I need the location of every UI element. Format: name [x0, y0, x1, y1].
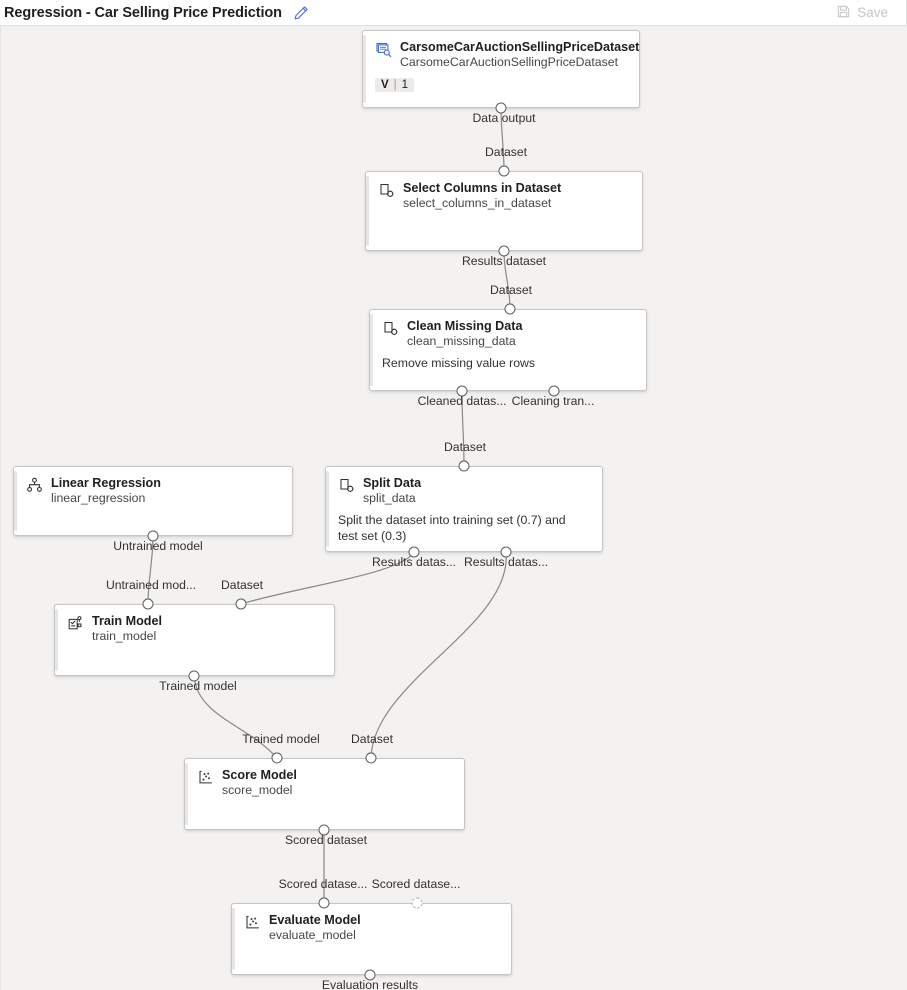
port-p-clean-out2[interactable]	[548, 385, 560, 397]
node-header: CarsomeCarAuctionSellingPriceDataset Car…	[363, 31, 639, 70]
node-score_model[interactable]: Score Model score_model	[184, 758, 465, 830]
node-train_model[interactable]: Train Model train_model	[54, 604, 335, 676]
port-p-dataset-out[interactable]	[495, 102, 507, 114]
node-split_data[interactable]: Split Data split_data Split the dataset …	[325, 466, 603, 552]
node-subtitle: evaluate_model	[269, 928, 356, 942]
scatter-plot-icon	[244, 914, 261, 931]
port-p-score-in1[interactable]	[271, 752, 283, 764]
node-description: Split the dataset into training set (0.7…	[338, 513, 566, 543]
version-number: 1	[401, 79, 409, 91]
node-title-group: Linear Regression linear_regression	[51, 476, 161, 506]
port-p-eval-in1[interactable]	[318, 897, 330, 909]
node-title: Train Model	[92, 614, 162, 628]
node-subtitle: select_columns_in_dataset	[403, 196, 552, 210]
node-title: Select Columns in Dataset	[403, 181, 562, 195]
node-title-group: Clean Missing Data clean_missing_data	[407, 319, 522, 349]
train-model-icon	[67, 615, 84, 632]
port-p-split-out2[interactable]	[500, 546, 512, 558]
node-subtitle: score_model	[222, 783, 293, 797]
node-subtitle: clean_missing_data	[407, 334, 516, 348]
node-title: CarsomeCarAuctionSellingPriceDataset	[400, 40, 640, 54]
edge-e-split-train[interactable]	[240, 551, 415, 606]
save-disk-icon	[836, 4, 851, 22]
port-p-score-in2[interactable]	[365, 752, 377, 764]
node-title-group: Split Data split_data	[363, 476, 421, 506]
node-header: Evaluate Model evaluate_model	[232, 904, 511, 943]
port-p-score-out[interactable]	[318, 824, 330, 836]
node-subtitle: split_data	[363, 491, 416, 505]
pipeline-canvas[interactable]: CarsomeCarAuctionSellingPriceDataset Car…	[0, 26, 907, 990]
node-header: Select Columns in Dataset select_columns…	[366, 172, 642, 211]
dataset-search-icon	[375, 41, 392, 58]
node-header: Score Model score_model	[185, 759, 464, 798]
node-accent-bar	[366, 176, 369, 246]
node-header: Split Data split_data	[326, 467, 602, 506]
module-gear-icon	[382, 320, 399, 337]
edge-e-dataset-select[interactable]	[500, 107, 508, 172]
node-subtitle: train_model	[92, 629, 157, 643]
edge-e-split-score[interactable]	[368, 551, 507, 759]
save-button[interactable]: Save	[824, 0, 900, 25]
port-p-eval-out[interactable]	[364, 969, 376, 981]
module-gear-icon	[378, 182, 395, 199]
node-accent-bar	[14, 471, 17, 531]
page-title: Regression - Car Selling Price Predictio…	[4, 4, 282, 21]
edge-e-train-score[interactable]	[193, 675, 278, 759]
dataset-version-badge[interactable]: V | 1	[375, 78, 415, 92]
port-p-split-out1[interactable]	[408, 546, 420, 558]
node-header: Train Model train_model	[55, 605, 334, 644]
port-p-linreg-out[interactable]	[147, 530, 159, 542]
node-accent-bar	[370, 314, 373, 386]
node-title: Split Data	[363, 476, 422, 490]
node-accent-bar	[232, 908, 235, 970]
node-select_columns[interactable]: Select Columns in Dataset select_columns…	[365, 171, 643, 251]
node-subtitle: linear_regression	[51, 491, 146, 505]
node-accent-bar	[185, 763, 188, 825]
port-p-select-in[interactable]	[498, 165, 510, 177]
node-title-group: Evaluate Model evaluate_model	[269, 913, 361, 943]
port-p-train-out[interactable]	[188, 670, 200, 682]
version-letter: V	[381, 79, 389, 91]
node-title-group: CarsomeCarAuctionSellingPriceDataset Car…	[400, 40, 640, 70]
pencil-icon[interactable]	[292, 4, 310, 22]
algorithm-tree-icon	[26, 477, 43, 494]
toolbar-right-group: Save	[824, 0, 907, 26]
node-accent-bar	[363, 35, 366, 103]
edge-e-select-clean[interactable]	[503, 250, 514, 310]
edge-e-linreg-train[interactable]	[144, 535, 154, 605]
port-p-train-in2[interactable]	[235, 598, 247, 610]
node-title: Score Model	[222, 768, 297, 782]
node-accent-bar	[55, 609, 58, 671]
node-title-group: Train Model train_model	[92, 614, 162, 644]
node-title: Linear Regression	[51, 476, 161, 490]
node-clean_missing[interactable]: Clean Missing Data clean_missing_data Re…	[369, 309, 647, 391]
node-title: Clean Missing Data	[407, 319, 523, 333]
port-p-clean-in[interactable]	[504, 303, 516, 315]
module-gear-icon	[338, 477, 355, 494]
port-p-train-in1[interactable]	[142, 598, 154, 610]
port-p-select-out[interactable]	[498, 245, 510, 257]
port-p-split-in[interactable]	[458, 460, 470, 472]
node-accent-bar	[326, 471, 329, 547]
port-p-clean-out1[interactable]	[456, 385, 468, 397]
version-separator: |	[393, 79, 397, 91]
node-header: Clean Missing Data clean_missing_data	[370, 310, 646, 349]
scatter-plot-icon	[197, 769, 214, 786]
node-description: Remove missing value rows	[382, 356, 536, 370]
node-dataset[interactable]: CarsomeCarAuctionSellingPriceDataset Car…	[362, 30, 640, 108]
node-title: Evaluate Model	[269, 913, 361, 927]
node-title-group: Select Columns in Dataset select_columns…	[403, 181, 561, 211]
top-toolbar: Regression - Car Selling Price Predictio…	[0, 0, 907, 26]
node-linear_regression[interactable]: Linear Regression linear_regression	[13, 466, 293, 536]
node-evaluate_model[interactable]: Evaluate Model evaluate_model	[231, 903, 512, 975]
edge-e-clean-split[interactable]	[460, 390, 468, 467]
node-subtitle: CarsomeCarAuctionSellingPriceDataset	[400, 55, 619, 69]
save-button-label: Save	[857, 5, 888, 20]
node-title-group: Score Model score_model	[222, 768, 297, 798]
port-p-eval-in2[interactable]	[411, 897, 423, 909]
node-header: Linear Regression linear_regression	[14, 467, 292, 506]
